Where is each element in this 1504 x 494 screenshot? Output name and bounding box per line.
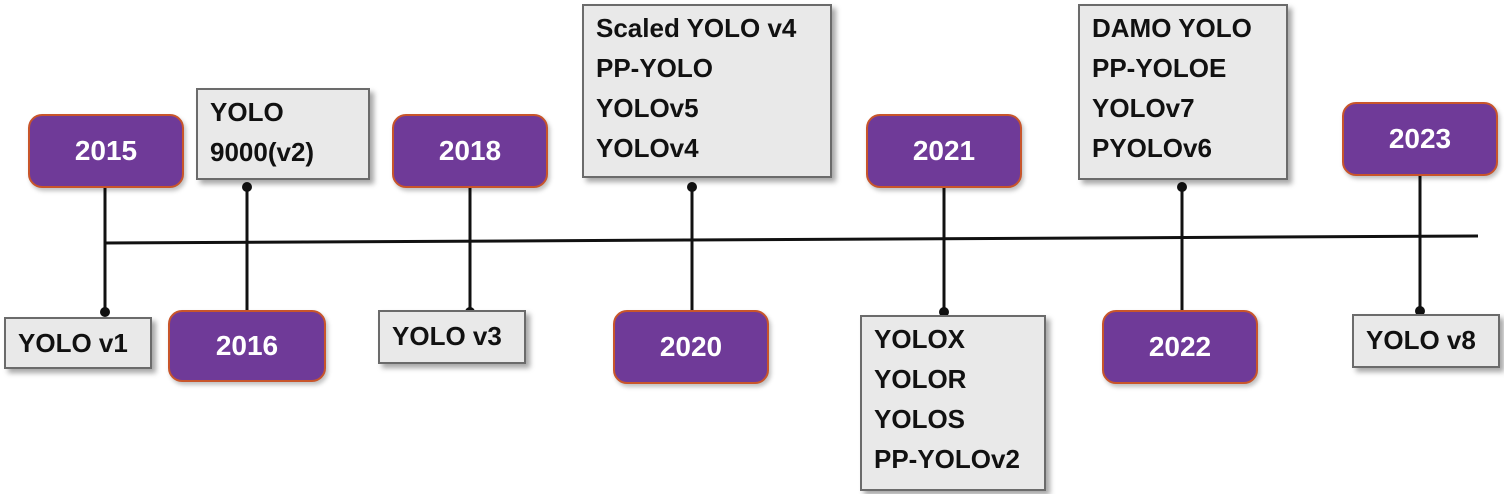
- year-badge-2023: 2023: [1342, 102, 1498, 176]
- model-name: PP-YOLOv2: [874, 444, 1020, 474]
- model-name: PP-YOLO: [596, 53, 714, 83]
- model-name: YOLOv5: [596, 93, 699, 123]
- connector-dot-2015: [100, 307, 110, 317]
- model-name: YOLO v3: [392, 321, 502, 351]
- model-name: YOLOS: [874, 404, 966, 434]
- model-name: YOLOX: [874, 324, 966, 354]
- model-name: YOLOv4: [596, 133, 699, 163]
- connector-dot-2023: [1415, 306, 1425, 316]
- model-name: YOLO v1: [18, 328, 128, 358]
- model-box-2018: YOLO v3: [378, 310, 526, 364]
- connector-dot-2020: [687, 182, 697, 192]
- model-box-2023: YOLO v8: [1352, 314, 1500, 368]
- model-box-2016: YOLO 9000(v2): [196, 88, 370, 180]
- year-badge-2018: 2018: [392, 114, 548, 188]
- model-name: YOLOv7: [1092, 93, 1195, 123]
- model-name: 9000(v2): [210, 137, 315, 167]
- year-badge-2021: 2021: [866, 114, 1022, 188]
- connector-dot-2021: [939, 307, 949, 317]
- year-badge-2016: 2016: [168, 310, 326, 382]
- model-name: DAMO YOLO: [1092, 13, 1252, 43]
- model-name: Scaled YOLO v4: [596, 13, 797, 43]
- year-badge-2020: 2020: [613, 310, 769, 384]
- model-box-2021: YOLOX YOLOR YOLOS PP-YOLOv2: [860, 315, 1046, 491]
- timeline-axis-line: [104, 234, 1479, 245]
- year-badge-2022: 2022: [1102, 310, 1258, 384]
- model-name: YOLO v8: [1366, 325, 1476, 355]
- model-name: YOLOR: [874, 364, 967, 394]
- connector-dot-2016: [242, 182, 252, 192]
- model-name: PYOLOv6: [1092, 133, 1212, 163]
- model-box-2015: YOLO v1: [4, 317, 152, 369]
- model-name: YOLO: [210, 97, 284, 127]
- year-badge-2015: 2015: [28, 114, 184, 188]
- connector-dot-2022: [1177, 182, 1187, 192]
- model-name: PP-YOLOE: [1092, 53, 1227, 83]
